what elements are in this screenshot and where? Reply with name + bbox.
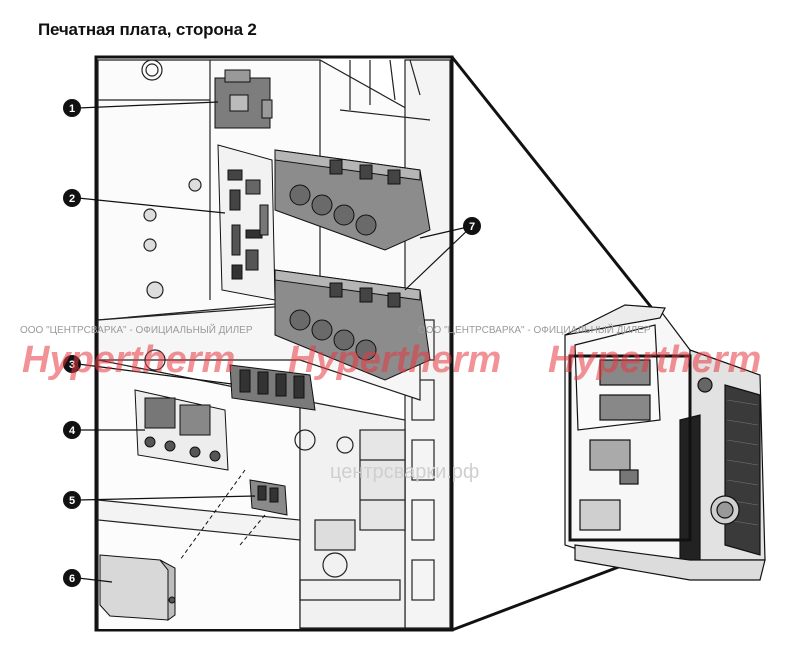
overview-highlight-box	[568, 354, 692, 542]
zoom-line-top	[450, 56, 692, 357]
watermark: ООО "ЦЕНТРСВАРКА" - ОФИЦИАЛЬНЫЙ ДИЛЕР ОО…	[20, 323, 761, 483]
callout-6: 6	[63, 569, 81, 587]
component-pcb	[217, 144, 276, 301]
watermark-brand-2: Hypertherm	[288, 339, 501, 381]
component-igbt-modules	[274, 149, 431, 381]
callout-3: 3	[63, 355, 81, 373]
callout-3-label: 3	[69, 359, 75, 371]
callout-7: 7	[463, 217, 481, 235]
watermark-dealer-left: ООО "ЦЕНТРСВАРКА" - ОФИЦИАЛЬНЫЙ ДИЛЕР	[20, 323, 253, 336]
watermark-brand-3: Hypertherm	[548, 339, 761, 381]
callout-5: 5	[63, 491, 81, 509]
leader-lines	[77, 101, 473, 583]
callout-1-label: 1	[69, 103, 75, 115]
component-relay	[214, 69, 273, 129]
callout-2: 2	[63, 189, 81, 207]
callout-4: 4	[63, 421, 81, 439]
page-title: Печатная плата, сторона 2	[38, 20, 257, 39]
callout-6-label: 6	[69, 573, 75, 585]
component-terminal-block	[229, 364, 316, 411]
component-cover-box	[99, 554, 176, 621]
watermark-brand-1: Hypertherm	[22, 339, 235, 381]
watermark-dealer-right: ООО "ЦЕНТРСВАРКА" - ОФИЦИАЛЬНЫЙ ДИЛЕР	[418, 323, 651, 336]
callout-2-label: 2	[69, 193, 75, 205]
component-capacitor-board	[134, 389, 229, 471]
callout-1: 1	[63, 99, 81, 117]
component-small-connector	[179, 469, 288, 561]
watermark-site: центрсварки.рф	[330, 461, 479, 483]
callout-7-label: 7	[469, 221, 475, 233]
detail-inset	[77, 55, 473, 632]
overview-machine	[564, 304, 766, 581]
callout-4-label: 4	[69, 425, 76, 437]
callout-5-label: 5	[69, 495, 75, 507]
